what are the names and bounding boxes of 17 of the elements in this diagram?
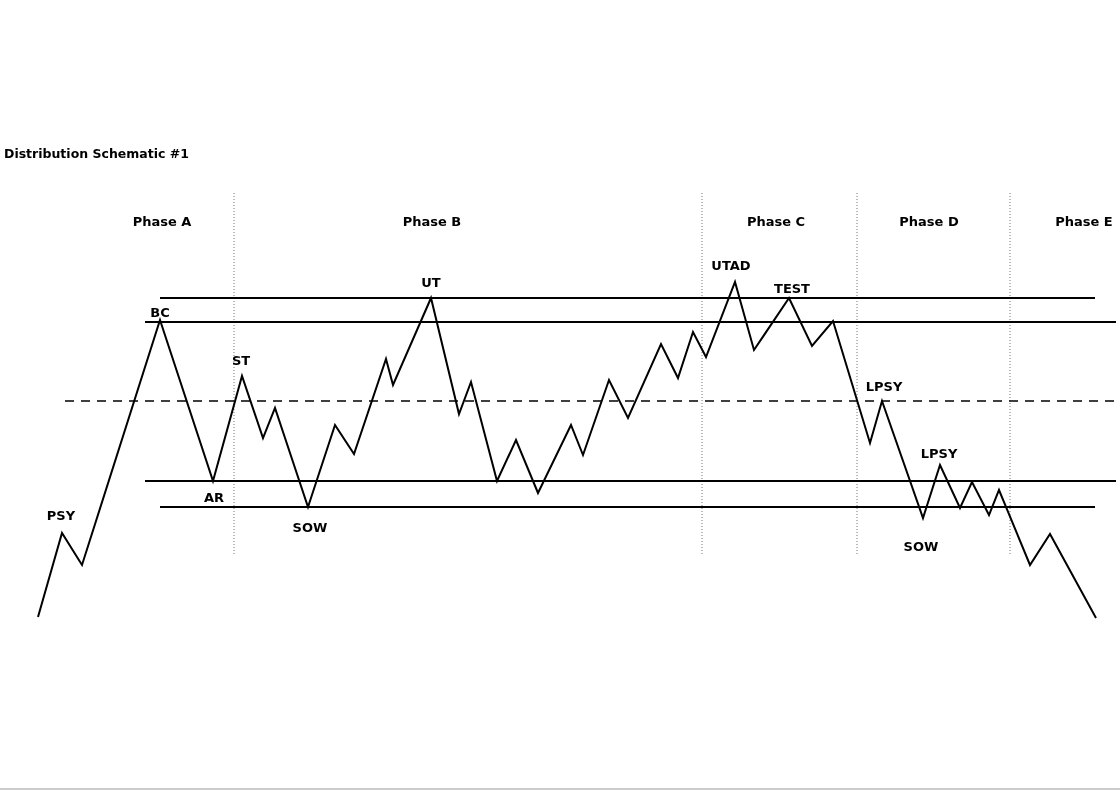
event-label: PSY bbox=[46, 507, 76, 523]
event-label: LPSY bbox=[865, 378, 903, 394]
event-label: UT bbox=[421, 274, 441, 290]
phase-label: Phase D bbox=[899, 213, 959, 229]
diagram-title: Distribution Schematic #1 bbox=[4, 146, 189, 161]
phase-label: Phase C bbox=[746, 213, 806, 229]
event-label: AR bbox=[203, 489, 225, 505]
event-label: LPSY bbox=[920, 445, 958, 461]
phase-label: Phase A bbox=[132, 213, 192, 229]
event-label: SOW bbox=[292, 519, 328, 535]
event-label: SOW bbox=[903, 538, 939, 554]
event-label: UTAD bbox=[711, 257, 751, 273]
phase-label: Phase B bbox=[402, 213, 462, 229]
event-label: ST bbox=[231, 352, 251, 368]
event-label: TEST bbox=[774, 280, 810, 296]
phase-label: Phase E bbox=[1055, 213, 1113, 229]
event-label: BC bbox=[150, 304, 170, 320]
